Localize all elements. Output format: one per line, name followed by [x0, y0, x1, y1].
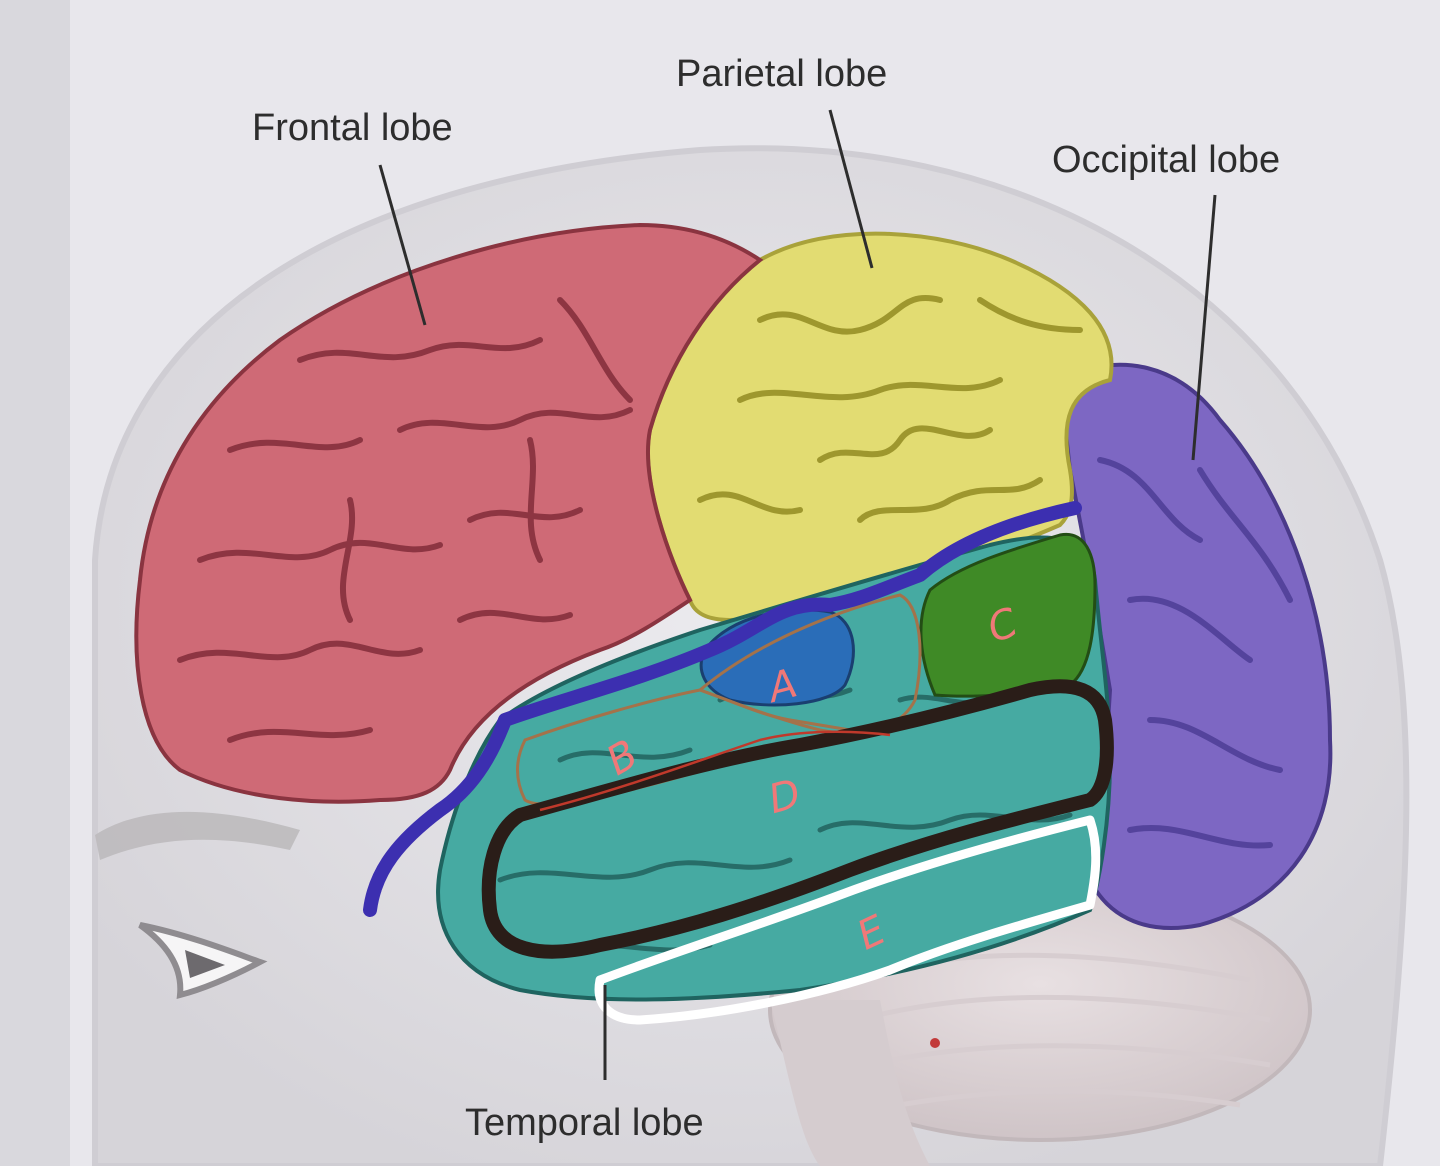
- frontal-folds: [177, 297, 633, 743]
- occipital-folds: [1097, 457, 1293, 849]
- sylvian-fissure-line: [363, 501, 1082, 917]
- occipital-leader-line: [1191, 194, 1217, 461]
- parietal-lobe-label: Parietal lobe: [676, 53, 887, 95]
- temporal-lobe-label: Temporal lobe: [465, 1102, 704, 1144]
- region-c: [919, 532, 1097, 698]
- region-e-outline: [594, 815, 1101, 1025]
- region-d-outline: [481, 679, 1114, 959]
- occipital-lobe-label: Occipital lobe: [1052, 139, 1280, 181]
- eye-lid-shadow: [185, 950, 225, 978]
- frontal-leader-line: [378, 164, 427, 326]
- frontal-lobe-label: Frontal lobe: [252, 107, 453, 149]
- parietal-leader-line: [828, 109, 874, 269]
- leader-lines: [378, 109, 1217, 1080]
- red-dot: [930, 1038, 940, 1048]
- eyebrow: [95, 811, 300, 860]
- red-border-line: [539, 730, 891, 812]
- left-shadow-strip: [0, 0, 70, 1166]
- brainstem: [770, 1000, 930, 1166]
- region-ac-outline: [697, 593, 922, 735]
- parietal-folds: [697, 295, 1083, 523]
